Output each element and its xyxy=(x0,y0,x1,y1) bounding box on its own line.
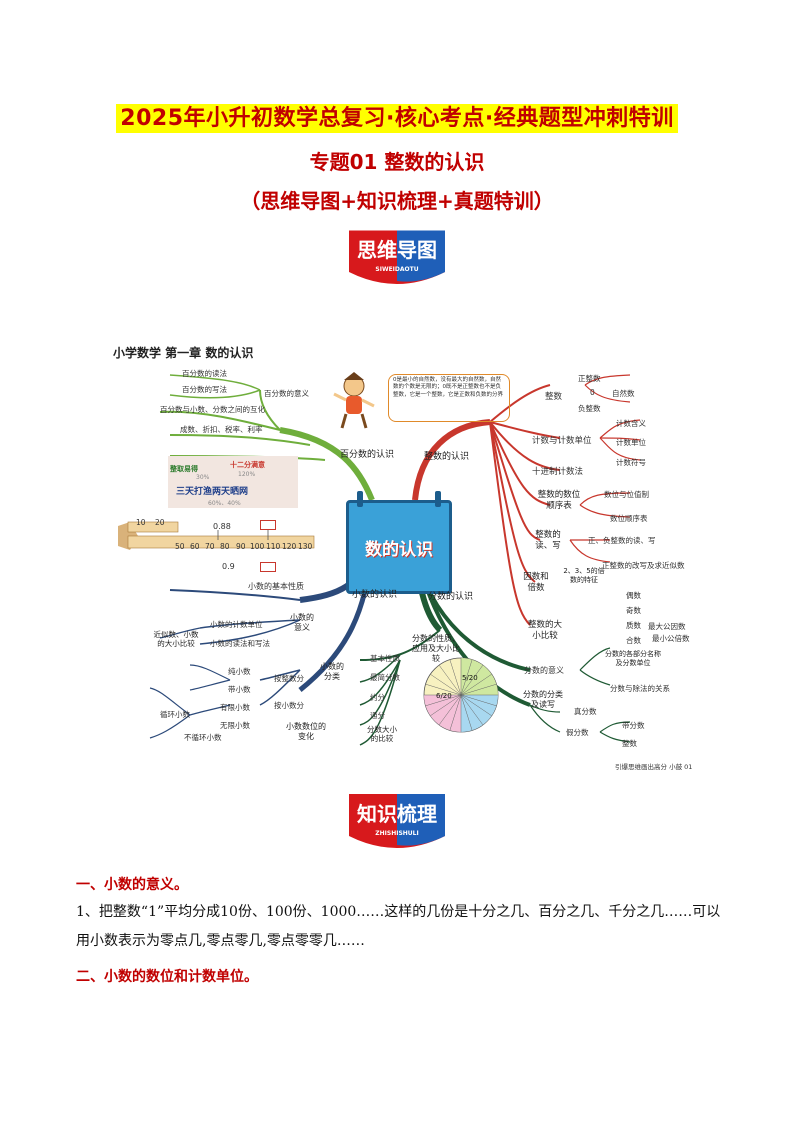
summary-badge-text: 知识梳理 xyxy=(357,802,437,826)
mindmap-badge: 思维导图 SIWEIDAOTU xyxy=(349,229,445,284)
ruler-blank-box xyxy=(260,562,276,572)
promo-image: 整取易得 十二分满意 30% 120% 三天打渔两天晒网 60%、40% xyxy=(168,456,298,508)
branch-integer: 整数的认识 xyxy=(424,452,470,462)
document-title: 2025年小升初数学总复习·核心考点·经典题型冲刺特训 xyxy=(0,100,794,133)
mindmap-title: 小学数学 第一章 数的认识 xyxy=(113,346,254,360)
section-heading-1: 一、小数的意义。 xyxy=(76,877,188,893)
pie-label: 5/20 xyxy=(462,674,478,682)
branch-decimal: 小数的认识 xyxy=(352,590,398,600)
mindmap-center-card: 数的认识 xyxy=(346,491,452,594)
summary-badge-en: ZHISHISHULI xyxy=(375,830,418,837)
document-subtitle: 专题01 整数的认识 xyxy=(309,150,485,174)
section-heading-2: 二、小数的数位和计数单位。 xyxy=(76,969,258,985)
document-subtitle-2: （思维导图+知识梳理+真题特训） xyxy=(240,189,554,213)
title-highlight: 2025年小升初数学总复习·核心考点·经典题型冲刺特训 xyxy=(116,104,678,133)
cartoon-figure-icon xyxy=(333,372,375,429)
mindmap-badge-text: 思维导图 xyxy=(357,238,437,262)
fraction-pie-icon: 5/20 6/20 xyxy=(423,657,499,733)
branch-percent: 百分数的认识 xyxy=(340,450,395,460)
mindmap-badge-en: SIWEIDAOTU xyxy=(375,266,418,273)
summary-badge: 知识梳理 ZHISHISHULI xyxy=(349,794,445,848)
ruler-icon xyxy=(118,521,315,550)
branch-fraction: 分数的认识 xyxy=(428,592,474,602)
mindmap-center-label: 数的认识 xyxy=(365,540,433,560)
ruler-blank-box xyxy=(260,520,276,530)
section-paragraph-1: 1、把整数“1”平均分成10份、100份、1000……这样的几份是十分之几、百分… xyxy=(76,904,721,949)
mindmap-note-bubble: 0是最小的自然数，没有最大的自然数，自然数的个数是无限的；0既不是正整数也不是负… xyxy=(388,374,510,422)
pie-label: 6/20 xyxy=(436,692,452,700)
mindmap-credit: 引爆思维画出高分 小鼓 01 xyxy=(615,763,693,771)
